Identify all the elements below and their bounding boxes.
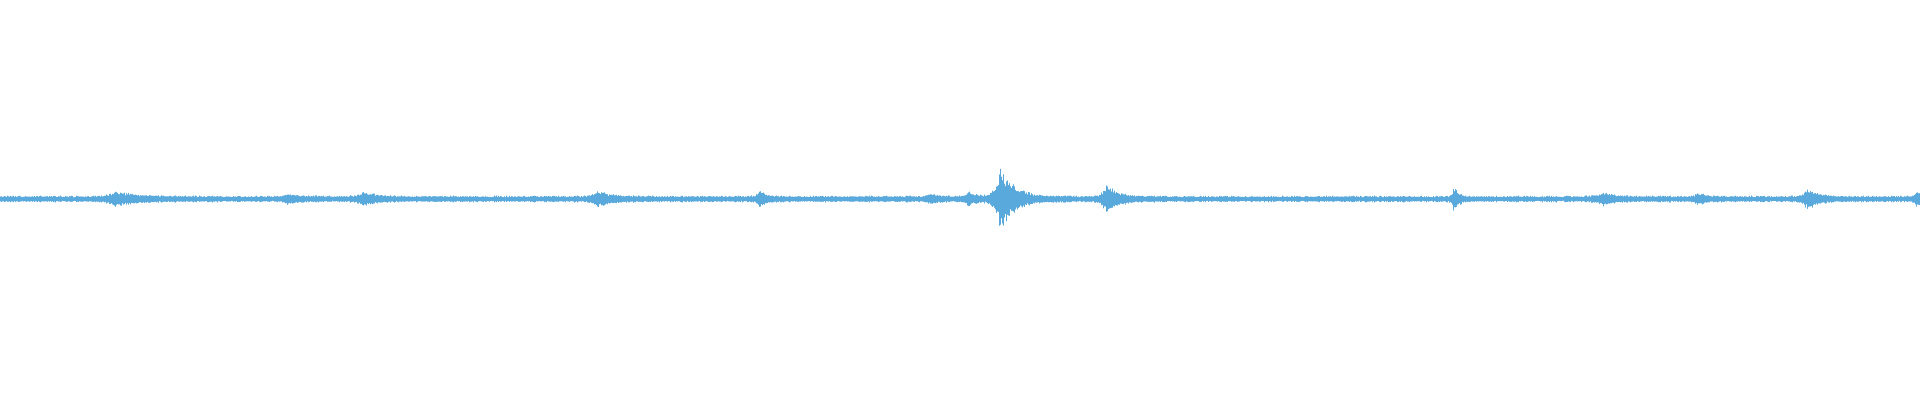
waveform-signal — [0, 168, 1920, 226]
